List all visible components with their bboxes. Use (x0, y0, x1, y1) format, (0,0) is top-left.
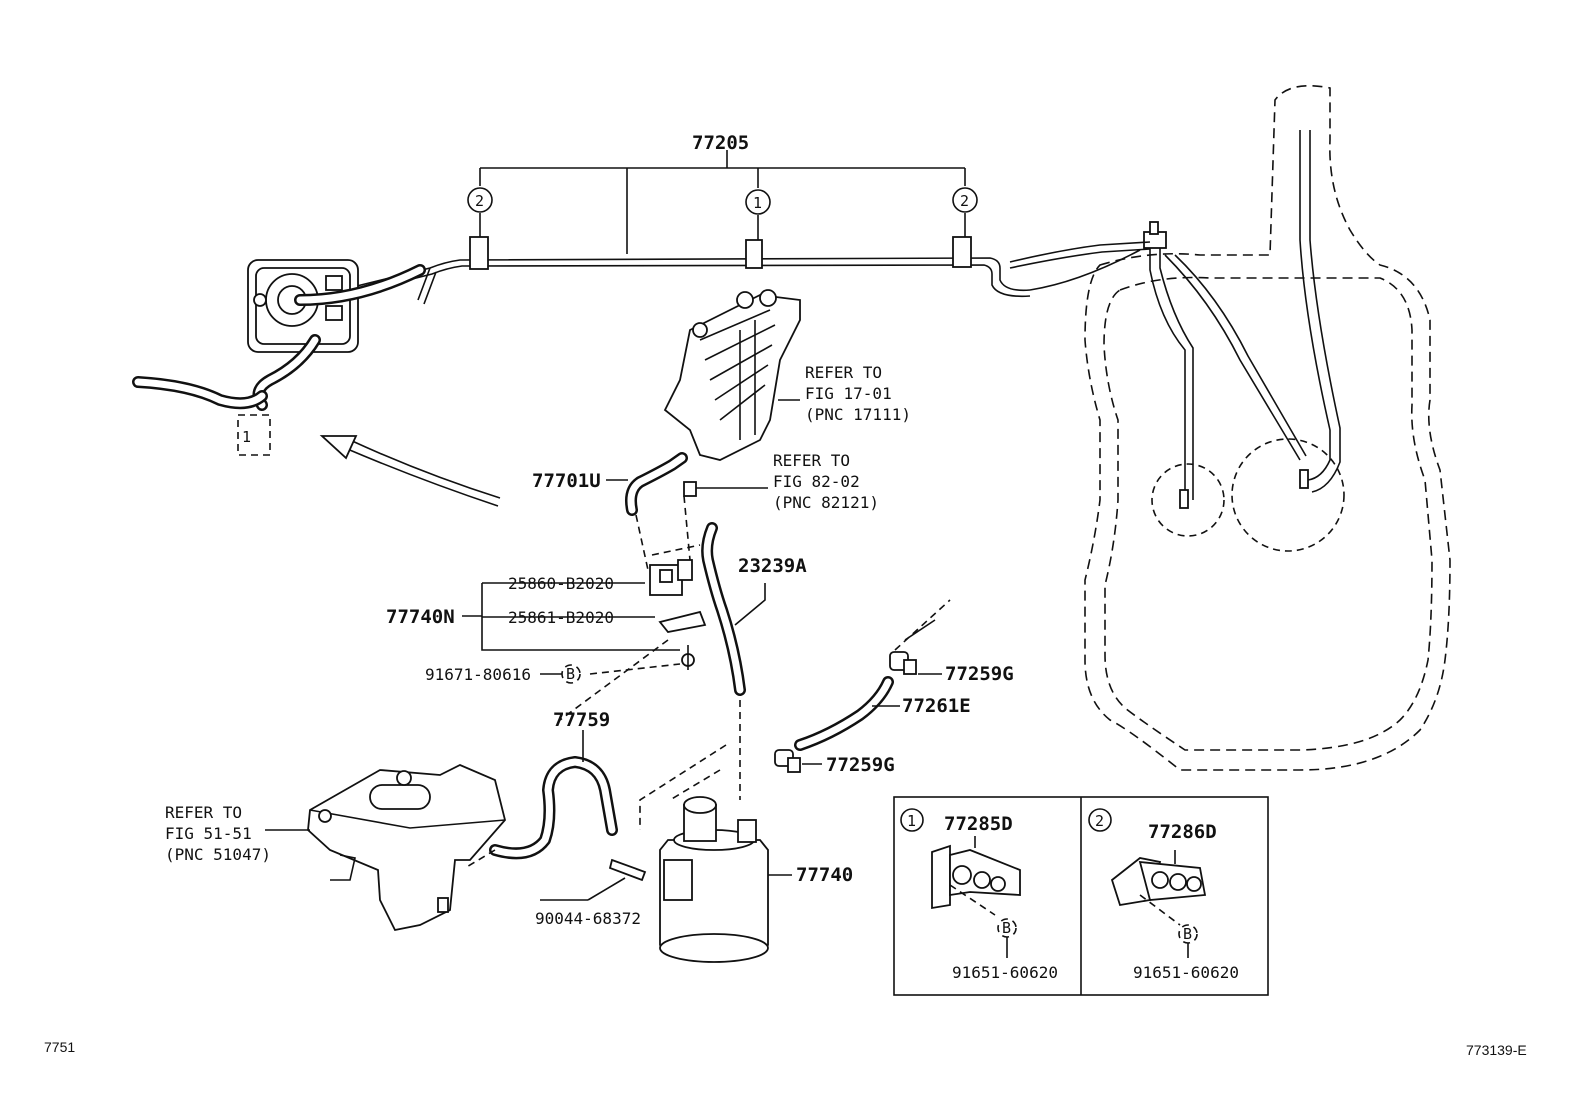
hose-77759 (489, 730, 618, 860)
dash-vsv-2 (683, 495, 691, 561)
dash-vsv-3 (651, 544, 701, 556)
callout-2-right-circle (952, 187, 978, 213)
detail-2-mark-circle (1088, 808, 1112, 832)
detail-2-mark: 2 (1095, 812, 1104, 830)
callout-2-left-mark: 2 (475, 192, 484, 210)
detail-boxes: 1 77285D B 91651-60620 2 77286D B (893, 796, 1269, 996)
dash-vsv-canister (559, 639, 669, 721)
detail-2-bolt: 91651-60620 (1133, 963, 1239, 982)
detail-2-dash (1139, 894, 1181, 926)
detail-1-mark-circle (900, 808, 924, 832)
bolt-dash (589, 663, 681, 675)
callout-1-circle (745, 189, 771, 215)
label-77259g-upper: 77259G (945, 663, 1014, 685)
label-77261e: 77261E (902, 695, 971, 717)
refer-sensor-line2: FIG 82-02 (773, 472, 860, 491)
hose-77261e (794, 676, 900, 751)
label-77701u: 77701U (532, 470, 601, 492)
label-77759: 77759 (553, 709, 610, 731)
footer-left-code: 7751 (44, 1039, 75, 1055)
dash-clamp-canister-2 (669, 769, 721, 801)
dash-hose-bracket (464, 849, 496, 869)
fuel-tank (1084, 84, 1451, 771)
refer-sensor-line1: REFER TO (773, 451, 850, 470)
bolt-b-circle (561, 664, 581, 684)
clip-77285d (931, 836, 1021, 910)
intake-manifold (663, 289, 801, 461)
label-25861-b2020: 25861-B2020 (508, 608, 614, 627)
label-77259g-lower: 77259G (826, 754, 895, 776)
refer-bracket-line3: (PNC 51047) (165, 845, 271, 864)
sensor-connector (683, 481, 697, 497)
refer-intake-line2: FIG 17-01 (805, 384, 892, 403)
label-77740: 77740 (796, 864, 853, 886)
label-77740n: 77740N (386, 606, 455, 628)
detail-1-b-mark: B (1002, 919, 1011, 937)
dash-clamp-canister (639, 744, 727, 830)
main-tube-77205 (299, 150, 1151, 308)
callout-1-mark: 1 (753, 194, 762, 212)
detail-1-part: 77285D (944, 813, 1013, 835)
bolt-b-mark: B (566, 665, 575, 683)
refer-bracket-line1: REFER TO (165, 803, 242, 822)
clamp-77259g-lower (774, 749, 822, 773)
callout-2-left-circle (467, 187, 493, 213)
callout-2-right-mark: 2 (960, 192, 969, 210)
hose-77701u (606, 452, 688, 516)
hose-23239a (701, 522, 766, 696)
dash-vsv-1 (635, 514, 649, 571)
label-77205: 77205 (692, 132, 749, 154)
clamp-77259g-upper (889, 599, 951, 675)
detail-1-mark: 1 (907, 812, 916, 830)
canister-77740 (659, 796, 792, 963)
detail-1-bolt: 91651-60620 (952, 963, 1058, 982)
label-25860-b2020: 25860-B2020 (508, 574, 614, 593)
refer-intake-line3: (PNC 17111) (805, 405, 911, 424)
canister-link-mark: 1 (242, 428, 251, 446)
clip-77286d (1110, 850, 1207, 907)
vsv-77740n (462, 559, 707, 670)
canister-bracket (265, 764, 506, 932)
label-23239a: 23239A (738, 555, 807, 577)
refer-bracket-line2: FIG 51-51 (165, 824, 252, 843)
detail-2-part: 77286D (1148, 821, 1217, 843)
detail-1-dash (949, 884, 996, 916)
label-91671-80616: 91671-80616 (425, 665, 531, 684)
clip-90044 (540, 858, 647, 901)
direction-arrow (319, 435, 501, 507)
detail-2-b-mark: B (1183, 925, 1192, 943)
label-90044-68372: 90044-68372 (535, 909, 641, 928)
refer-sensor-line3: (PNC 82121) (773, 493, 879, 512)
refer-intake-line1: REFER TO (805, 363, 882, 382)
footer-right-code: 773139-E (1466, 1042, 1527, 1058)
inlet-box-component (132, 259, 426, 456)
